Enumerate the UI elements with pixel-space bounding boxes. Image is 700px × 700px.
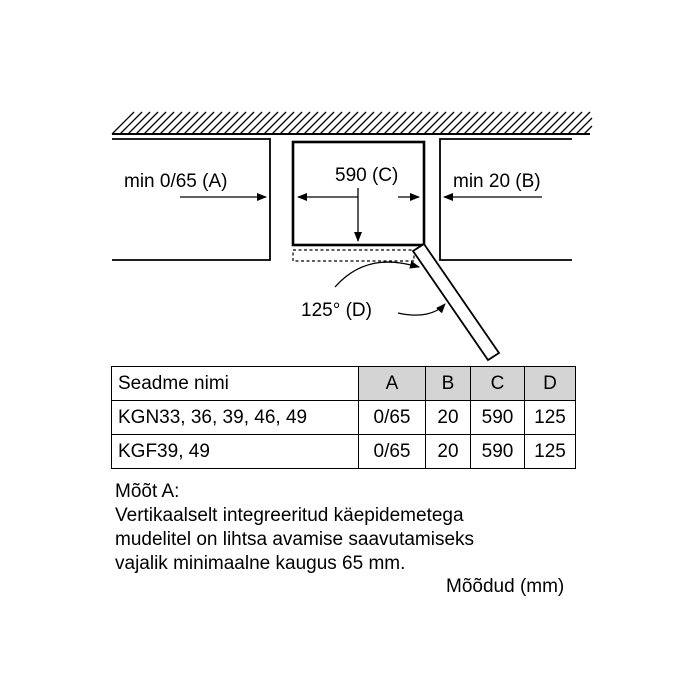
hatch-line: [279, 111, 303, 135]
hatch-line: [151, 111, 175, 135]
hatch-line: [263, 111, 287, 135]
row-value-a: 0/65: [358, 400, 426, 435]
header-c: C: [470, 366, 525, 401]
left-cabinet: [112, 138, 271, 261]
hatch-line: [415, 111, 439, 135]
row-value-d: 125: [524, 434, 576, 469]
hatch-line: [367, 111, 391, 135]
hatch-line: [543, 111, 567, 135]
hatch-line: [391, 111, 415, 135]
hatch-line: [191, 111, 215, 135]
hatch-line: [215, 111, 239, 135]
hatch-line: [175, 111, 199, 135]
hatch-line: [583, 125, 593, 135]
hatch-line: [159, 111, 183, 135]
hatch-line: [375, 111, 399, 135]
hatch-line: [479, 111, 503, 135]
row-value-a: 0/65: [358, 434, 426, 469]
hatch-line: [231, 111, 255, 135]
right-cabinet: [439, 138, 572, 261]
units-note: Mõõdud (mm): [446, 576, 565, 597]
hatch-line: [407, 111, 431, 135]
hatch-line: [503, 111, 527, 135]
hatch-line: [295, 111, 319, 135]
row-value-c: 590: [470, 400, 525, 435]
hatch-line: [319, 111, 343, 135]
hatch-line: [143, 111, 167, 135]
header-device-name: Seadme nimi: [111, 366, 359, 401]
note-line-2: mudelitel on lihtsa avamise saavutamisek…: [115, 529, 475, 550]
installation-diagram: [111, 111, 593, 362]
hatch-line: [223, 111, 247, 135]
note-title: Mõõt A:: [115, 481, 180, 502]
hatch-line: [471, 111, 495, 135]
hatch-line: [343, 111, 367, 135]
header-a: A: [358, 366, 426, 401]
note-line-1: Vertikaalselt integreeritud käepidemeteg…: [115, 505, 464, 526]
hatch-line: [551, 111, 575, 135]
hatch-line: [383, 111, 407, 135]
hatch-line: [455, 111, 479, 135]
angle-leader-d: [397, 303, 446, 316]
hatch-line: [559, 111, 583, 135]
row-value-d: 125: [524, 400, 576, 435]
hatch-line: [271, 111, 295, 135]
row-device-name: KGN33, 36, 39, 46, 49: [111, 400, 359, 435]
hatch-line: [535, 111, 559, 135]
label-b: min 20 (B): [453, 171, 541, 192]
hatch-line: [311, 111, 335, 135]
label-a: min 0/65 (A): [124, 171, 228, 192]
hatch-line: [527, 111, 551, 135]
hatch-line: [287, 111, 311, 135]
row-value-b: 20: [425, 434, 471, 469]
hatch-line: [423, 111, 447, 135]
hatch-line: [567, 111, 591, 135]
hatch-line: [399, 111, 423, 135]
hatch-line: [207, 111, 231, 135]
hatch-line: [119, 111, 143, 135]
hatch-line: [239, 111, 263, 135]
hatch-line: [351, 111, 375, 135]
header-d: D: [524, 366, 576, 401]
hatch-line: [255, 111, 279, 135]
appliance-body: [291, 140, 426, 247]
hatch-line: [247, 111, 271, 135]
spec-table: Seadme nimi A B C D KGN33, 36, 39, 46, 4…: [111, 366, 576, 469]
hatch-line: [447, 111, 471, 135]
hatch-line: [135, 111, 159, 135]
hatch-line: [303, 111, 327, 135]
hatch-line: [359, 111, 383, 135]
hatch-line: [431, 111, 455, 135]
row-value-b: 20: [425, 400, 471, 435]
label-d: 125° (D): [301, 300, 372, 321]
angle-arc-d: [334, 260, 420, 288]
hatch-line: [495, 111, 519, 135]
hatch-line: [439, 111, 463, 135]
hatch-line: [111, 111, 135, 135]
hatch-line: [519, 111, 543, 135]
hatch-line: [327, 111, 351, 135]
hatch-line: [487, 111, 511, 135]
hatch-line: [463, 111, 487, 135]
hatch-line: [167, 111, 191, 135]
hatch-line: [127, 111, 151, 135]
ceiling-hatch: [111, 111, 593, 135]
note-line-3: vajalik minimaalne kaugus 65 mm.: [115, 553, 406, 574]
row-value-c: 590: [470, 434, 525, 469]
hatch-line: [199, 111, 223, 135]
hatch-line: [335, 111, 359, 135]
hatch-line: [511, 111, 535, 135]
table-header-row: Seadme nimi A B C D: [111, 366, 576, 401]
table-row: KGF39, 49 0/65 20 590 125: [111, 434, 576, 469]
label-c: 590 (C): [333, 165, 401, 187]
closed-door-outline: [292, 249, 415, 262]
open-door: [411, 242, 501, 362]
header-b: B: [425, 366, 471, 401]
table-row: KGN33, 36, 39, 46, 49 0/65 20 590 125: [111, 400, 576, 435]
hatch-line: [575, 117, 593, 135]
row-device-name: KGF39, 49: [111, 434, 359, 469]
hatch-line: [183, 111, 207, 135]
